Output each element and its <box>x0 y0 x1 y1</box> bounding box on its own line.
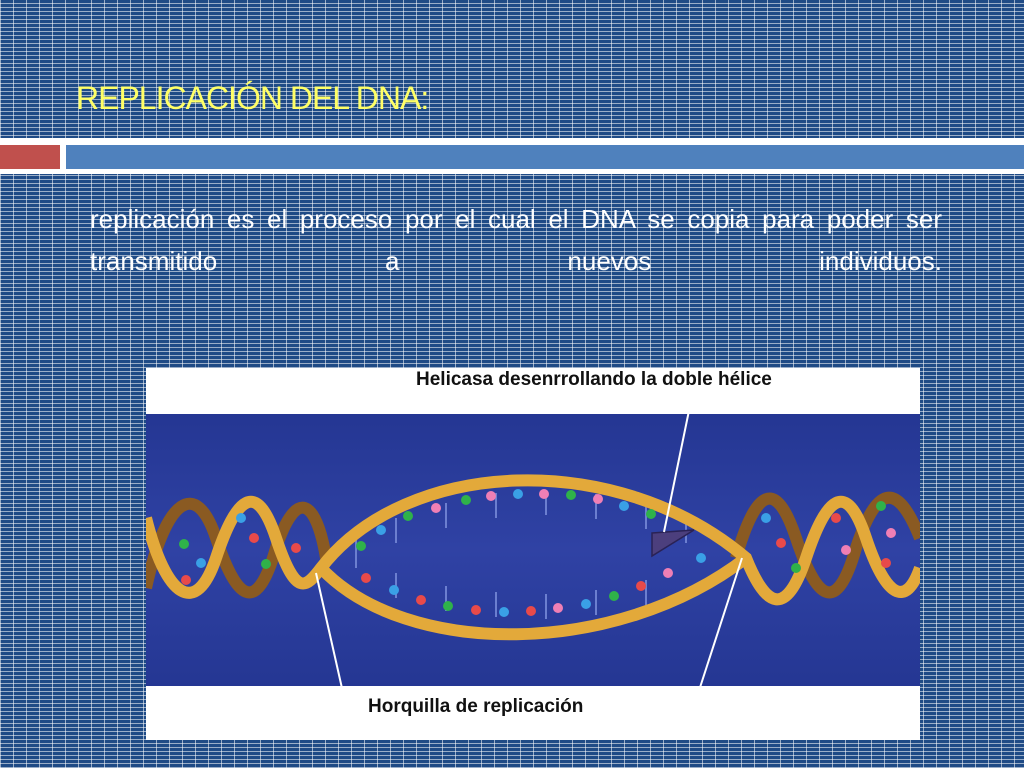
divider-accent-red <box>0 145 60 169</box>
replication-fork-label: Horquilla de replicación <box>368 696 584 717</box>
slide-body-text: replicación es el proceso por el cual el… <box>90 204 942 276</box>
slide-title: REPLICACIÓN DEL DNA: <box>76 80 429 116</box>
helicase-label: Helicasa desenrrollando la doble hélice <box>416 369 772 390</box>
divider-accent-blue <box>66 145 1024 169</box>
dna-illustration-icon <box>146 395 920 707</box>
dna-replication-figure: Helicasa desenrrollando la doble hélice … <box>146 368 920 740</box>
